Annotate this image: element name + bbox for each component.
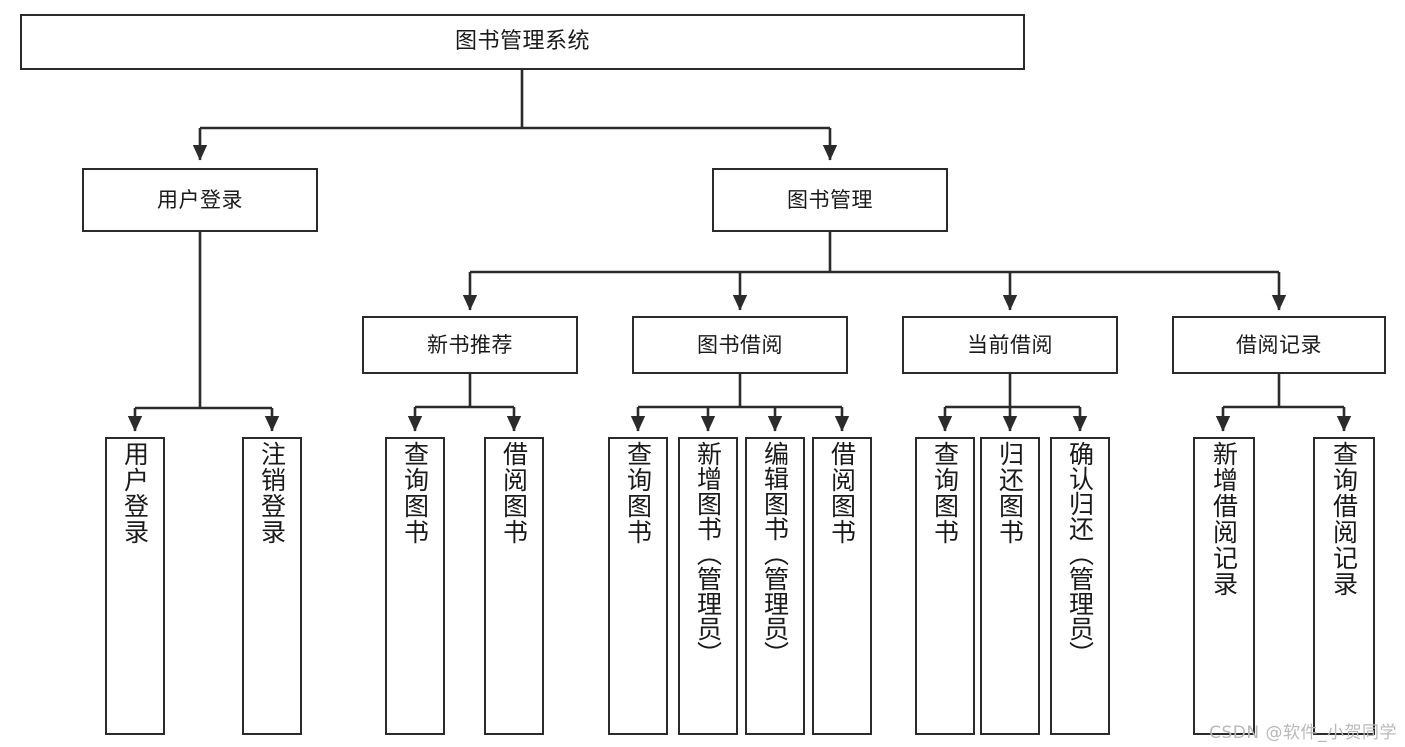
node-book-management[interactable]: 图书管理 — [712, 168, 948, 232]
node-borrow-record[interactable]: 借阅记录 — [1172, 316, 1386, 374]
node-label: 图书借阅 — [697, 332, 783, 357]
node-book-borrow[interactable]: 图书借阅 — [632, 316, 848, 374]
node-label: 编辑图书（管理员） — [760, 441, 790, 666]
leaf-user-login[interactable]: 用户登录 — [105, 437, 165, 735]
leaf-query-book-borrow[interactable]: 查询图书 — [608, 437, 668, 735]
leaf-query-book-recommend[interactable]: 查询图书 — [385, 437, 445, 735]
node-label: 查询图书 — [623, 441, 653, 545]
node-label: 借阅图书 — [827, 441, 857, 545]
node-label: 图书管理系统 — [454, 29, 590, 55]
node-label: 查询图书 — [400, 441, 430, 545]
node-label: 用户登录 — [120, 441, 150, 545]
node-root-system[interactable]: 图书管理系统 — [20, 14, 1025, 70]
node-current-borrow[interactable]: 当前借阅 — [902, 316, 1118, 374]
leaf-borrow-book[interactable]: 借阅图书 — [812, 437, 872, 735]
node-label: 归还图书 — [995, 441, 1025, 545]
leaf-logout[interactable]: 注销登录 — [242, 437, 302, 735]
node-label: 查询图书 — [930, 441, 960, 545]
node-label: 借阅图书 — [499, 441, 529, 545]
leaf-return-book[interactable]: 归还图书 — [980, 437, 1040, 735]
leaf-add-book-admin[interactable]: 新增图书（管理员） — [678, 437, 738, 735]
leaf-query-book-current[interactable]: 查询图书 — [915, 437, 975, 735]
node-label: 新增借阅记录 — [1209, 441, 1239, 597]
node-label: 注销登录 — [257, 441, 287, 545]
node-new-book-recommend[interactable]: 新书推荐 — [362, 316, 578, 374]
leaf-add-borrow-record[interactable]: 新增借阅记录 — [1193, 437, 1255, 735]
watermark-text: CSDN @软件_小贺同学 — [1209, 723, 1397, 743]
leaf-edit-book-admin[interactable]: 编辑图书（管理员） — [745, 437, 805, 735]
node-label: 确认归还（管理员） — [1065, 441, 1095, 666]
node-label: 新增图书（管理员） — [693, 441, 723, 666]
node-label: 图书管理 — [787, 187, 873, 212]
node-label: 借阅记录 — [1236, 332, 1322, 357]
node-label: 新书推荐 — [427, 332, 513, 357]
leaf-borrow-book-recommend[interactable]: 借阅图书 — [484, 437, 544, 735]
node-user-login[interactable]: 用户登录 — [82, 168, 318, 232]
node-label: 用户登录 — [157, 187, 243, 212]
leaf-confirm-return-admin[interactable]: 确认归还（管理员） — [1050, 437, 1110, 735]
node-label: 查询借阅记录 — [1329, 441, 1359, 597]
leaf-query-borrow-record[interactable]: 查询借阅记录 — [1313, 437, 1375, 735]
node-label: 当前借阅 — [967, 332, 1053, 357]
